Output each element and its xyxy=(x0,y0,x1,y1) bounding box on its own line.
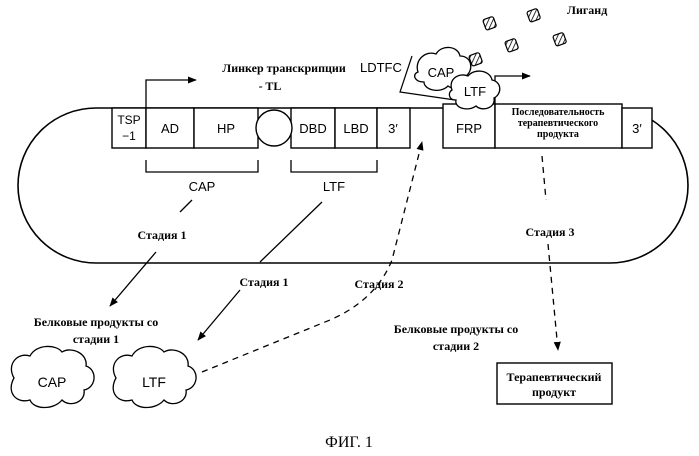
products-stage2-label-1: Белковые продукты со xyxy=(394,322,518,336)
cap-bracket xyxy=(146,160,258,172)
stage2-label: Стадия 2 xyxy=(354,277,403,291)
tsp-label-1: TSP xyxy=(117,113,140,127)
stage3-arrow-b xyxy=(548,244,558,350)
stage1-arrow-ltf-a xyxy=(260,202,322,262)
stage3-label: Стадия 3 xyxy=(525,225,574,239)
stage1-label-a: Стадия 1 xyxy=(137,228,186,242)
ligand-molecule xyxy=(553,32,567,46)
stage1-arrow-ltf-b xyxy=(198,290,240,340)
therapeutic-seq-label-2: терапевтического xyxy=(518,118,598,129)
tsp-label-2: −1 xyxy=(122,129,136,143)
cap-product-label: CAP xyxy=(38,374,67,390)
promoter-arrow-1 xyxy=(146,80,196,108)
ltf-bracket-label: LTF xyxy=(323,179,345,194)
ldtfc-label: LDTFC xyxy=(360,60,402,75)
products-stage2-label-2: стадии 2 xyxy=(433,339,479,353)
therapeutic-seq-label-3: продукта xyxy=(537,129,579,140)
ligand-molecule xyxy=(505,38,519,52)
ligand-molecule xyxy=(527,8,541,22)
stage2-arrow xyxy=(202,142,422,372)
stage1-arrow-cap-a xyxy=(180,200,192,212)
ltf-product-label: LTF xyxy=(142,374,166,390)
therapeutic-product-label-1: Терапевтический xyxy=(507,370,602,384)
complex-ltf-label: LTF xyxy=(464,84,486,99)
complex-cap-label: CAP xyxy=(428,65,455,80)
ligand-molecule xyxy=(483,16,497,30)
ligand-label: Лиганд xyxy=(567,3,607,17)
dbd-label: DBD xyxy=(299,121,326,136)
ad-label: AD xyxy=(161,121,179,136)
lbd-label: LBD xyxy=(343,121,368,136)
products-stage1-label-1: Белковые продукты со xyxy=(34,315,158,329)
stage1-arrow-cap-b xyxy=(110,252,156,306)
frp-label: FRP xyxy=(456,121,482,136)
stage1-label-b: Стадия 1 xyxy=(239,275,288,289)
linker-label-1: Линкер транскрипции xyxy=(222,61,346,75)
stage3-arrow-a xyxy=(542,156,546,200)
cap-bracket-label: CAP xyxy=(189,179,216,194)
end2-label: 3′ xyxy=(632,121,642,136)
figure-caption: ФИГ. 1 xyxy=(325,434,373,451)
ltf-bracket xyxy=(291,160,377,172)
transcription-linker xyxy=(256,110,292,146)
end1-label: 3′ xyxy=(388,121,398,136)
ligand-molecules xyxy=(469,8,567,66)
products-stage1-label-2: стадии 1 xyxy=(73,332,119,346)
therapeutic-product-label-2: продукт xyxy=(532,385,576,399)
hp-label: HP xyxy=(217,121,235,136)
therapeutic-seq-label-1: Последовательность xyxy=(512,107,605,118)
linker-label-2: - TL xyxy=(259,79,282,93)
